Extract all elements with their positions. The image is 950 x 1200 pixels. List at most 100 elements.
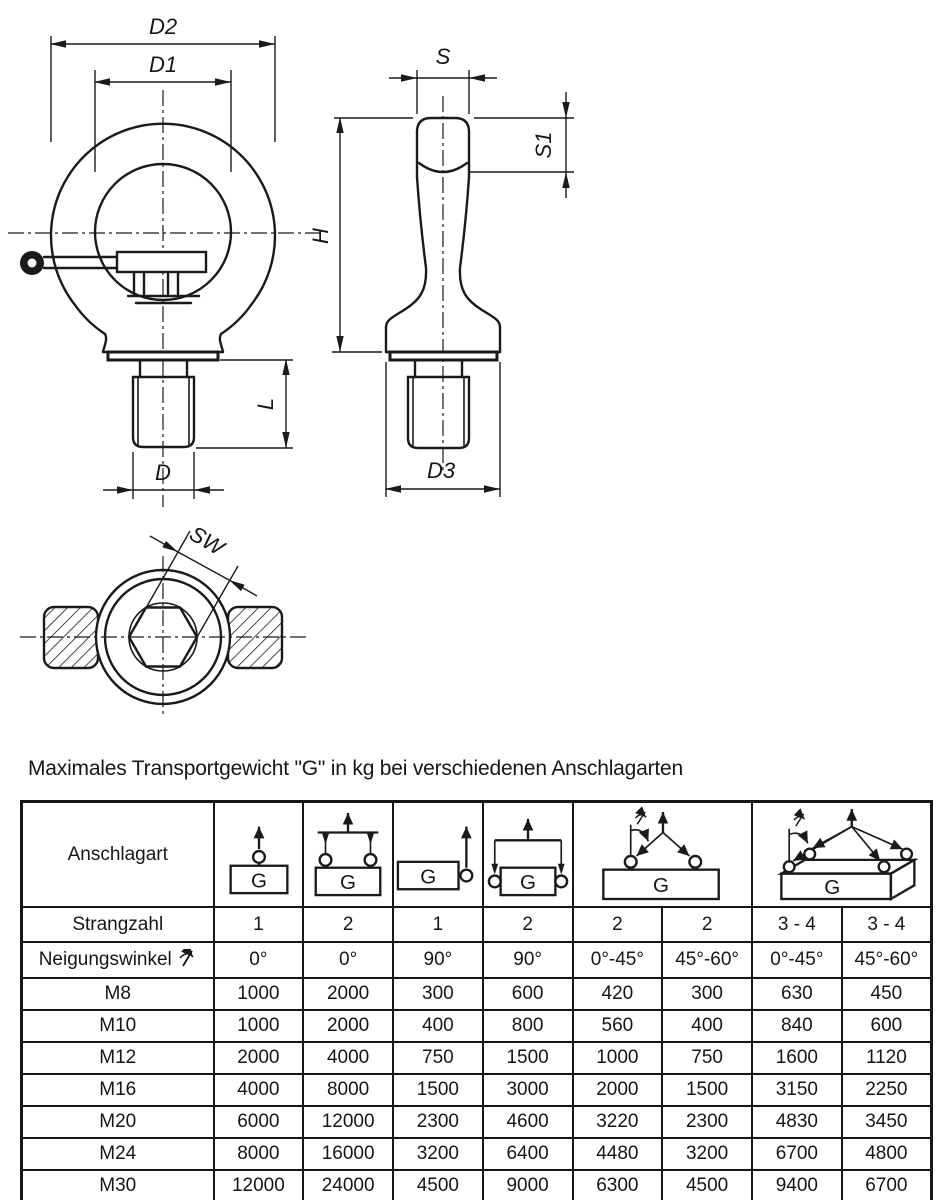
- load-value-cell: 600: [481, 977, 574, 1011]
- thread-size-label: M20: [20, 1105, 215, 1139]
- load-value-cell: 1600: [751, 1041, 843, 1075]
- front-view: D2 D1: [8, 14, 320, 507]
- angle-value-cell: 45°-60°: [661, 941, 753, 979]
- load-value-cell: 800: [481, 1009, 574, 1043]
- strands-value-cell: 2: [661, 906, 753, 943]
- attachment-pictogram-row: Anschlagart G G: [20, 800, 933, 908]
- angle-value-cell: 45°-60°: [840, 941, 933, 979]
- load-value-cell: 1120: [840, 1041, 933, 1075]
- load-letter: G: [251, 869, 267, 892]
- load-value-cell: 2000: [302, 1009, 394, 1043]
- load-value-cell: 1000: [212, 977, 305, 1011]
- angle-icon: [179, 944, 194, 967]
- thread-size-label: M10: [20, 1009, 215, 1043]
- load-letter: G: [340, 871, 356, 894]
- load-value-cell: 420: [571, 977, 664, 1011]
- thread-size-label: M16: [20, 1073, 215, 1107]
- load-letter: G: [824, 876, 840, 899]
- load-capacity-table: Anschlagart G G: [20, 800, 933, 1200]
- strands-value-cell: 3 - 4: [751, 906, 843, 943]
- dim-label-h: H: [308, 228, 333, 244]
- bottom-view: SW: [20, 521, 306, 718]
- load-value-cell: 4500: [661, 1169, 753, 1200]
- load-letter: G: [653, 874, 669, 897]
- pictogram-1-strand-90deg: G: [392, 800, 484, 908]
- dim-label-sw: SW: [185, 521, 230, 562]
- thread-size-label: M30: [20, 1169, 215, 1200]
- load-value-cell: 1500: [661, 1073, 753, 1107]
- load-value-cell: 6400: [481, 1137, 574, 1171]
- side-view: S S1 H D3: [308, 44, 574, 497]
- pictogram-2-strands-90deg: G: [481, 800, 574, 908]
- load-value-cell: 840: [751, 1009, 843, 1043]
- load-value-cell: 1000: [212, 1009, 305, 1043]
- pictogram-2-strands-angled: G: [571, 800, 753, 908]
- angle-label: Neigungswinkel: [20, 941, 215, 979]
- load-value-cell: 1000: [571, 1041, 664, 1075]
- angle-value-cell: 90°: [392, 941, 484, 979]
- load-value-cell: 2000: [571, 1073, 664, 1107]
- table-title: Maximales Transportgewicht "G" in kg bei…: [28, 757, 683, 780]
- strands-label: Strangzahl: [20, 906, 215, 943]
- dim-label-l: L: [253, 398, 278, 410]
- angle-icon: [792, 807, 805, 827]
- strands-value-cell: 2: [302, 906, 394, 943]
- load-value-cell: 4600: [481, 1105, 574, 1139]
- dim-label-d3: D3: [427, 458, 456, 483]
- thread-size-label: M12: [20, 1041, 215, 1075]
- dim-label-d: D: [155, 460, 171, 485]
- pictogram-1-strand-0deg: G: [212, 800, 305, 908]
- load-value-cell: 400: [392, 1009, 484, 1043]
- load-value-cell: 3450: [840, 1105, 933, 1139]
- load-value-cell: 4830: [751, 1105, 843, 1139]
- angle-value-cell: 90°: [481, 941, 574, 979]
- angle-value-cell: 0°: [302, 941, 394, 979]
- angle-icon: [635, 805, 647, 825]
- strands-value-cell: 1: [212, 906, 305, 943]
- load-value-cell: 2250: [840, 1073, 933, 1107]
- load-value-cell: 3150: [751, 1073, 843, 1107]
- load-value-cell: 6000: [212, 1105, 305, 1139]
- pictogram-2-strands-0deg: G: [302, 800, 394, 908]
- load-value-cell: 8000: [212, 1137, 305, 1171]
- dim-label-d1: D1: [149, 52, 177, 77]
- load-value-cell: 3200: [392, 1137, 484, 1171]
- angle-value-cell: 0°-45°: [571, 941, 664, 979]
- load-value-cell: 6300: [571, 1169, 664, 1200]
- dim-label-s1: S1: [531, 132, 556, 159]
- angle-value-cell: 0°-45°: [751, 941, 843, 979]
- angles-row: Neigungswinkel 0°0°90°90°0°-45°45°-60°0°…: [20, 941, 933, 979]
- strands-value-cell: 2: [481, 906, 574, 943]
- load-value-cell: 16000: [302, 1137, 394, 1171]
- load-value-cell: 3200: [661, 1137, 753, 1171]
- load-value-cell: 300: [392, 977, 484, 1011]
- load-value-cell: 560: [571, 1009, 664, 1043]
- strands-value-cell: 1: [392, 906, 484, 943]
- load-value-cell: 2300: [661, 1105, 753, 1139]
- technical-drawing: D2 D1: [8, 14, 574, 718]
- dim-label-d2: D2: [149, 14, 177, 39]
- load-value-cell: 750: [392, 1041, 484, 1075]
- load-value-cell: 4000: [302, 1041, 394, 1075]
- load-value-cell: 4500: [392, 1169, 484, 1200]
- load-value-cell: 4480: [571, 1137, 664, 1171]
- load-value-cell: 2300: [392, 1105, 484, 1139]
- load-value-cell: 4000: [212, 1073, 305, 1107]
- load-value-cell: 9000: [481, 1169, 574, 1200]
- load-value-cell: 9400: [751, 1169, 843, 1200]
- dim-label-s: S: [436, 44, 451, 69]
- angle-label-text: Neigungswinkel: [38, 949, 172, 970]
- attachment-type-label: Anschlagart: [20, 800, 215, 908]
- thread-size-label: M24: [20, 1137, 215, 1171]
- strands-value-cell: 2: [571, 906, 664, 943]
- load-value-cell: 630: [751, 977, 843, 1011]
- strands-value-cell: 3 - 4: [840, 906, 933, 943]
